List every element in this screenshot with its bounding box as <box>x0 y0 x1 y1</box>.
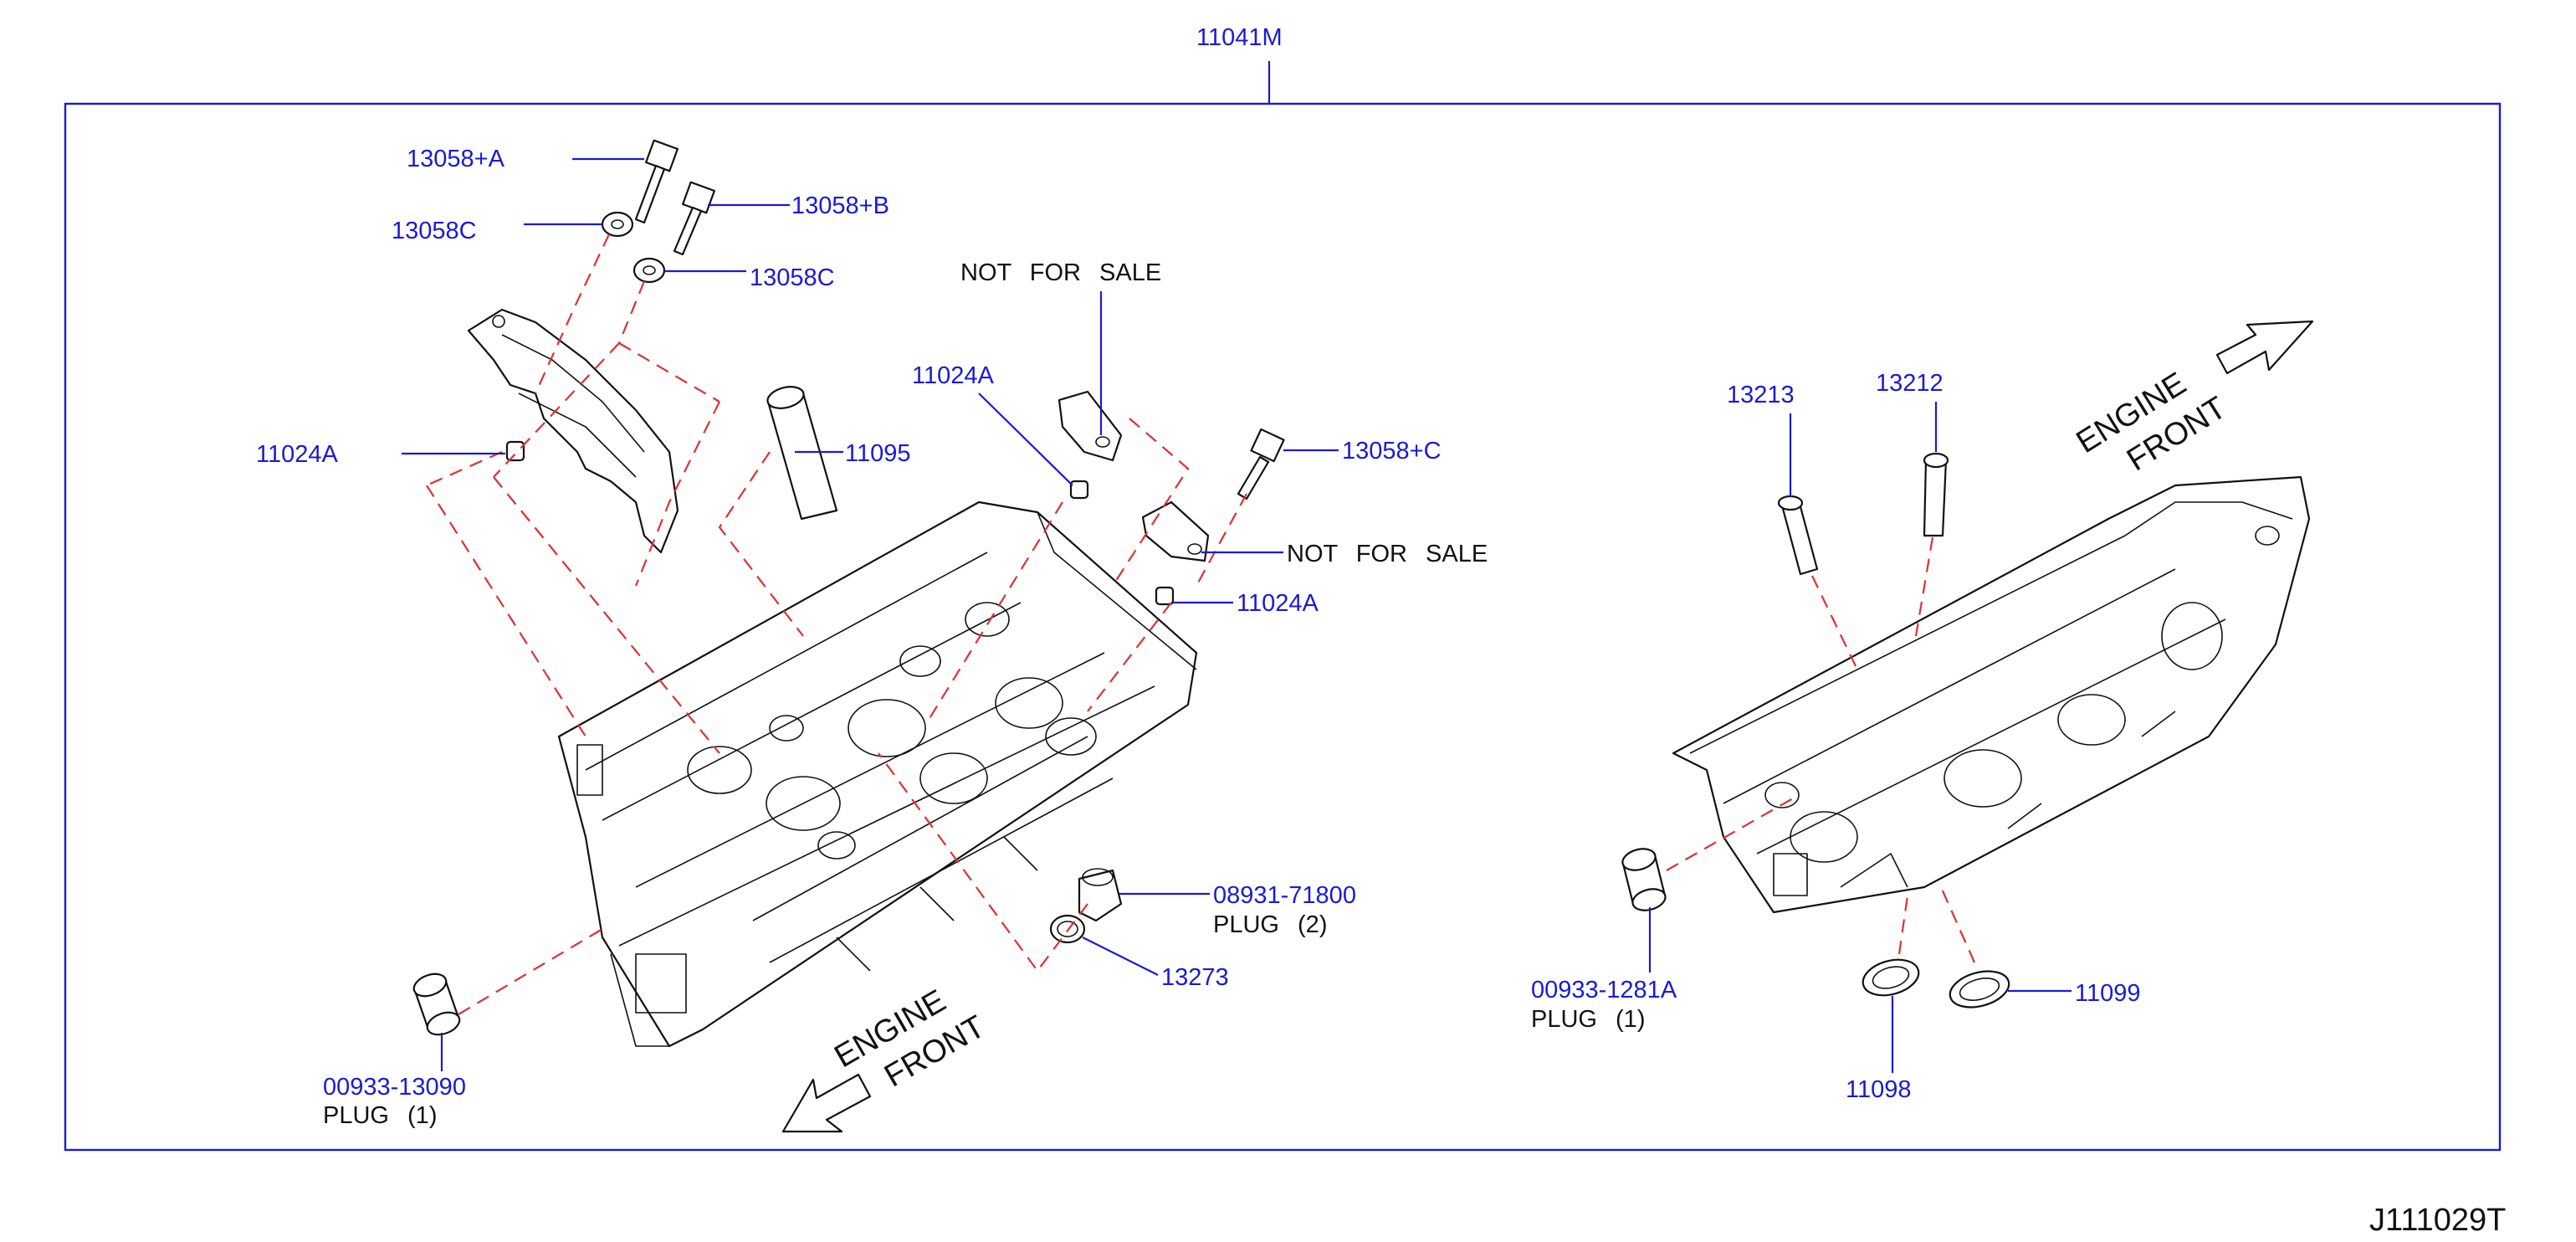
label-13058c-upper[interactable]: 13058C <box>392 218 477 244</box>
arrow-right-front-icon <box>2215 320 2314 375</box>
left-engine-front: ENGINE FRONT <box>781 983 991 1133</box>
left-labels: 13058+A 13058C 13058+B 13058C 11024A 110… <box>256 146 1488 1129</box>
washer-lower-shape <box>632 257 666 284</box>
label-11095[interactable]: 11095 <box>845 440 911 467</box>
label-00933-13090[interactable]: 00933-13090 <box>323 1074 466 1101</box>
diagram-code: J111029T <box>2369 1203 2506 1238</box>
dowel-right-shape <box>1155 586 1175 606</box>
label-13058a[interactable]: 13058+A <box>407 146 505 172</box>
assembly-frame <box>64 102 2502 1152</box>
nfs-block-lower <box>1141 500 1210 562</box>
note-not-for-sale-upper: NOT FOR SALE <box>960 259 1161 286</box>
label-11024a-mid[interactable]: 11024A <box>912 362 994 389</box>
label-08931-71800[interactable]: 08931-71800 <box>1213 882 1356 909</box>
arrow-left-front-icon <box>781 1073 872 1133</box>
bolt-b <box>673 181 715 256</box>
label-11099[interactable]: 11099 <box>2075 980 2141 1007</box>
gasket-ring-shape <box>1049 914 1086 944</box>
seal-11099-shape <box>1949 970 2010 1008</box>
note-plug-1-left: PLUG (1) <box>323 1102 437 1129</box>
nfs-block-upper <box>1058 390 1123 462</box>
right-cylinder-head <box>1672 475 2311 914</box>
bolt-c <box>1237 428 1285 500</box>
note-not-for-sale-lower: NOT FOR SALE <box>1287 541 1488 567</box>
plug-cup-right-shape <box>1621 848 1667 911</box>
label-13273[interactable]: 13273 <box>1161 964 1229 991</box>
label-11024a-left[interactable]: 11024A <box>256 441 338 468</box>
left-bracket <box>467 308 679 554</box>
label-11024a-right[interactable]: 11024A <box>1237 590 1319 617</box>
note-plug-2: PLUG (2) <box>1213 911 1327 938</box>
washer-upper-shape <box>601 211 634 238</box>
assembly-ref-label[interactable]: 11041M <box>1196 24 1283 51</box>
right-projection-lines <box>1666 536 1976 963</box>
bolt-a <box>634 139 679 224</box>
seal-11098-shape <box>1862 958 1920 997</box>
label-13212[interactable]: 13212 <box>1876 370 1944 397</box>
plug-hex-shape <box>1078 868 1123 922</box>
label-13058c-lower[interactable]: 13058C <box>750 264 835 291</box>
plug-cup-left-shape <box>412 973 461 1036</box>
left-projection-lines <box>426 234 1247 1015</box>
label-13058c-bolt[interactable]: 13058+C <box>1342 438 1442 464</box>
label-13058b[interactable]: 13058+B <box>791 192 889 219</box>
dowel-left-shape <box>505 440 525 462</box>
valve-guide-13213 <box>1777 495 1819 576</box>
right-engine-front: ENGINE FRONT <box>2071 320 2314 478</box>
label-13213[interactable]: 13213 <box>1727 382 1795 408</box>
note-plug-1-right: PLUG (1) <box>1531 1006 1645 1033</box>
left-cylinder-head <box>557 500 1198 1048</box>
tube-shape <box>766 386 838 521</box>
label-11098[interactable]: 11098 <box>1846 1076 1912 1103</box>
valve-guide-13212 <box>1923 452 1949 537</box>
dowel-mid-shape <box>1069 480 1089 500</box>
label-00933-1281a[interactable]: 00933-1281A <box>1531 977 1677 1003</box>
right-labels: 13213 13212 00933-1281A PLUG (1) 11098 1… <box>1531 370 2141 1103</box>
